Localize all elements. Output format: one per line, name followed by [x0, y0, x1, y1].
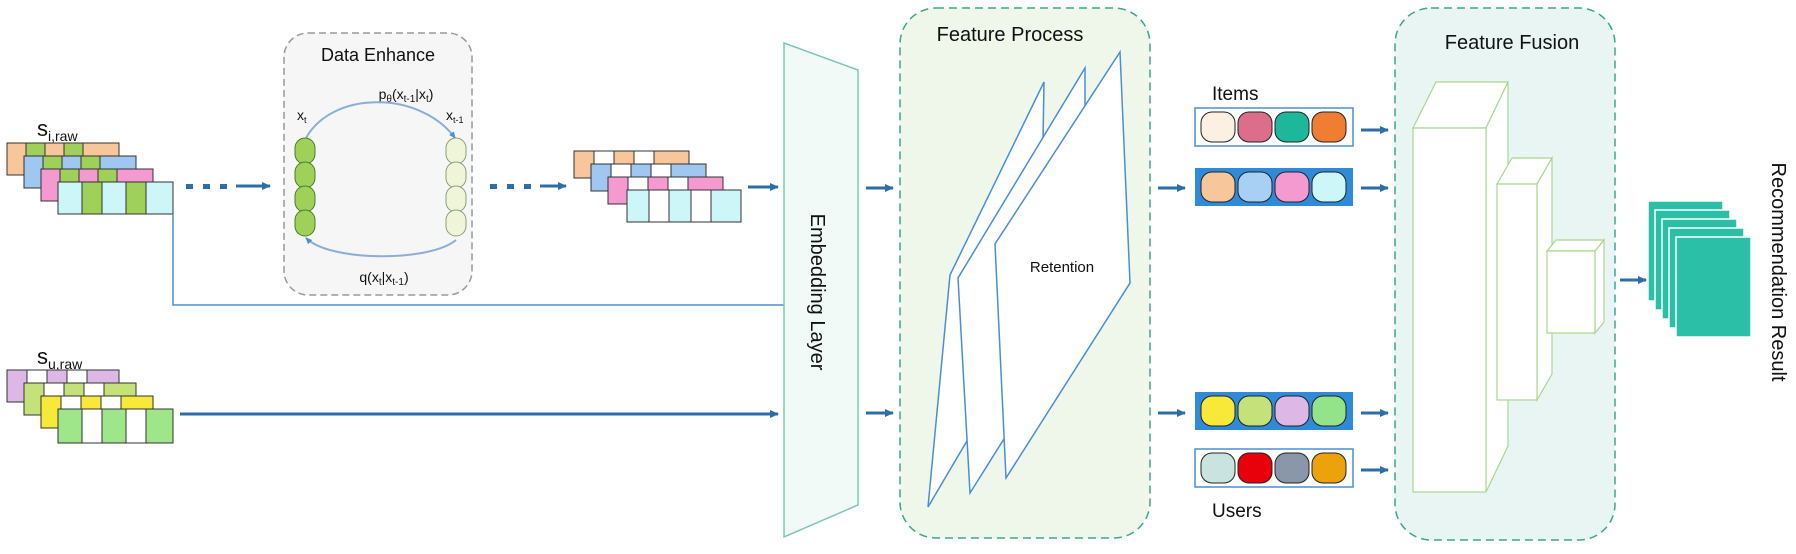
s-u-raw-label: su,raw: [37, 344, 83, 372]
capsule-pill: [1200, 395, 1236, 427]
items-capsule-top: [1194, 107, 1354, 147]
capsule-pill: [1237, 111, 1273, 143]
data-enhance-box: Data Enhance pθ(xt-1|xt) xt xt-1 q(xt|xt…: [283, 32, 473, 296]
capsule-pill: [1311, 111, 1347, 143]
capsule-pill: [1311, 395, 1347, 427]
users-seq-layers: [6, 369, 174, 444]
skip-connection-line: [172, 209, 794, 306]
q-formula: q(xt|xt-1): [359, 269, 408, 288]
feature-fusion-title: Feature Fusion: [1445, 32, 1580, 54]
retention-sheet-front: [994, 49, 1131, 481]
recommendation-result-stack: [1647, 200, 1752, 338]
feature-fusion-box: Feature Fusion: [1394, 7, 1616, 541]
dots-left: [186, 184, 227, 189]
capsule-pill: [1237, 452, 1273, 484]
embedding-layer-label: Embedding Layer: [806, 214, 828, 371]
p-theta-formula: pθ(xt-1|xt): [379, 86, 434, 105]
s-i-raw-label: si,raw: [37, 116, 78, 144]
capsule-pill: [1274, 395, 1310, 427]
items-seq-layer-4: [57, 181, 174, 215]
capsule-pill: [1311, 452, 1347, 484]
forward-arc: [304, 101, 456, 141]
fusion-cuboid-medium: [1495, 155, 1554, 403]
capsule-pill: [1237, 171, 1273, 203]
feature-process-box: Feature Process Retention: [899, 7, 1151, 539]
x-t-minus-1-node-chain: [445, 137, 467, 237]
users-label: Users: [1212, 501, 1262, 522]
x-t-node-chain: [294, 137, 316, 237]
capsule-pill: [1274, 111, 1310, 143]
embedding-layer: Embedding Layer: [783, 41, 859, 539]
reverse-arc: [305, 237, 457, 258]
capsule-pill: [1200, 111, 1236, 143]
capsule-pill: [1311, 171, 1347, 203]
capsule-pill: [1237, 395, 1273, 427]
augmented-items-stack: [573, 150, 742, 223]
users-capsule-bottom: [1194, 448, 1354, 488]
dots-middle: [490, 184, 531, 189]
x-t-label: xt: [297, 107, 307, 125]
users-sequence-stack: su,raw: [6, 344, 174, 444]
users-capsule-blue: [1195, 392, 1353, 430]
data-enhance-title: Data Enhance: [321, 45, 435, 65]
capsule-pill: [1274, 171, 1310, 203]
recommendation-result-label: Recommendation Result: [1767, 163, 1789, 382]
fusion-cuboid-small: [1545, 238, 1606, 335]
items-label: Items: [1212, 84, 1258, 105]
feature-process-title: Feature Process: [937, 24, 1084, 46]
capsule-pill: [1200, 171, 1236, 203]
capsule-pill: [1200, 452, 1236, 484]
fusion-cuboid-large: [1412, 81, 1509, 493]
capsule-pill: [1274, 452, 1310, 484]
retention-label: Retention: [1030, 259, 1094, 276]
x-t-minus-1-label: xt-1: [446, 107, 464, 125]
items-capsule-blue: [1195, 168, 1353, 206]
items-sequence-stack: si,raw: [6, 116, 174, 215]
